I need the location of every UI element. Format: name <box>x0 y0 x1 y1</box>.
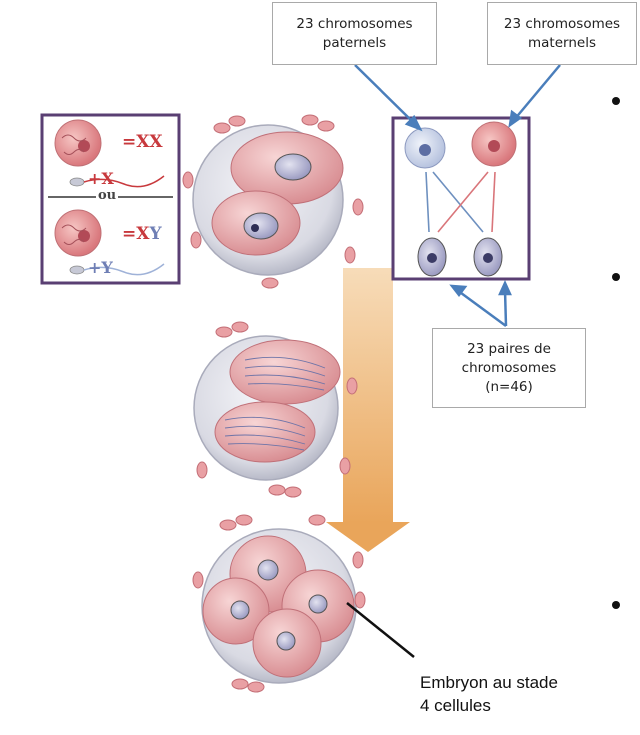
embryo-label-line: Embryon au stade <box>420 673 558 692</box>
xx-result-label: =XX <box>122 132 163 152</box>
callout-line: 23 chromosomes <box>296 15 413 32</box>
maternal-pronucleus-icon <box>471 121 517 167</box>
xy-result-label: =XY <box>122 224 162 244</box>
embryo-stage-label: Embryon au stade 4 cellules <box>420 671 558 717</box>
callout-line: 23 paires de <box>467 340 551 357</box>
egg-xx-icon <box>54 119 102 167</box>
embryo-label-pointer <box>346 602 415 658</box>
zygote-two-cells <box>192 124 344 276</box>
xy-y-part: Y <box>149 224 162 244</box>
daughter-cell-right-icon <box>473 237 503 277</box>
callout-line: paternels <box>322 34 387 51</box>
embryo-mitosis <box>193 335 341 481</box>
sperm-y-icon <box>69 263 165 276</box>
callout-line: maternels <box>528 34 596 51</box>
callout-line: chromosomes <box>461 359 557 376</box>
embryo-label-line: 4 cellules <box>420 696 491 715</box>
callout-line: 23 chromosomes <box>503 15 621 32</box>
plus-x-label: +X <box>88 169 114 188</box>
sperm-x-icon <box>69 175 165 188</box>
paternal-chromosomes-callout: 23 chromosomes paternels <box>272 2 437 65</box>
progression-arrow <box>326 268 410 552</box>
corona-radiata-cells <box>182 114 366 693</box>
embryo-four-cells <box>201 528 357 684</box>
bullet-point <box>612 97 620 105</box>
callout-pointers <box>354 64 561 328</box>
paternal-pronucleus-icon <box>404 127 446 169</box>
bullet-point <box>612 601 620 609</box>
daughter-cell-left-icon <box>417 237 447 277</box>
chromosome-pairing-panel <box>391 116 531 281</box>
bullet-point <box>612 273 620 281</box>
or-separator-label: ou <box>96 188 119 203</box>
chromosome-crossing-arrows <box>425 171 496 233</box>
egg-xy-icon <box>54 209 102 257</box>
xy-x-part: =X <box>122 224 150 244</box>
callout-line: (n=46) <box>485 378 533 395</box>
maternal-chromosomes-callout: 23 chromosomes maternels <box>487 2 637 65</box>
plus-y-label: +Y <box>88 258 113 277</box>
chromosome-pairs-callout: 23 paires de chromosomes (n=46) <box>432 328 586 408</box>
